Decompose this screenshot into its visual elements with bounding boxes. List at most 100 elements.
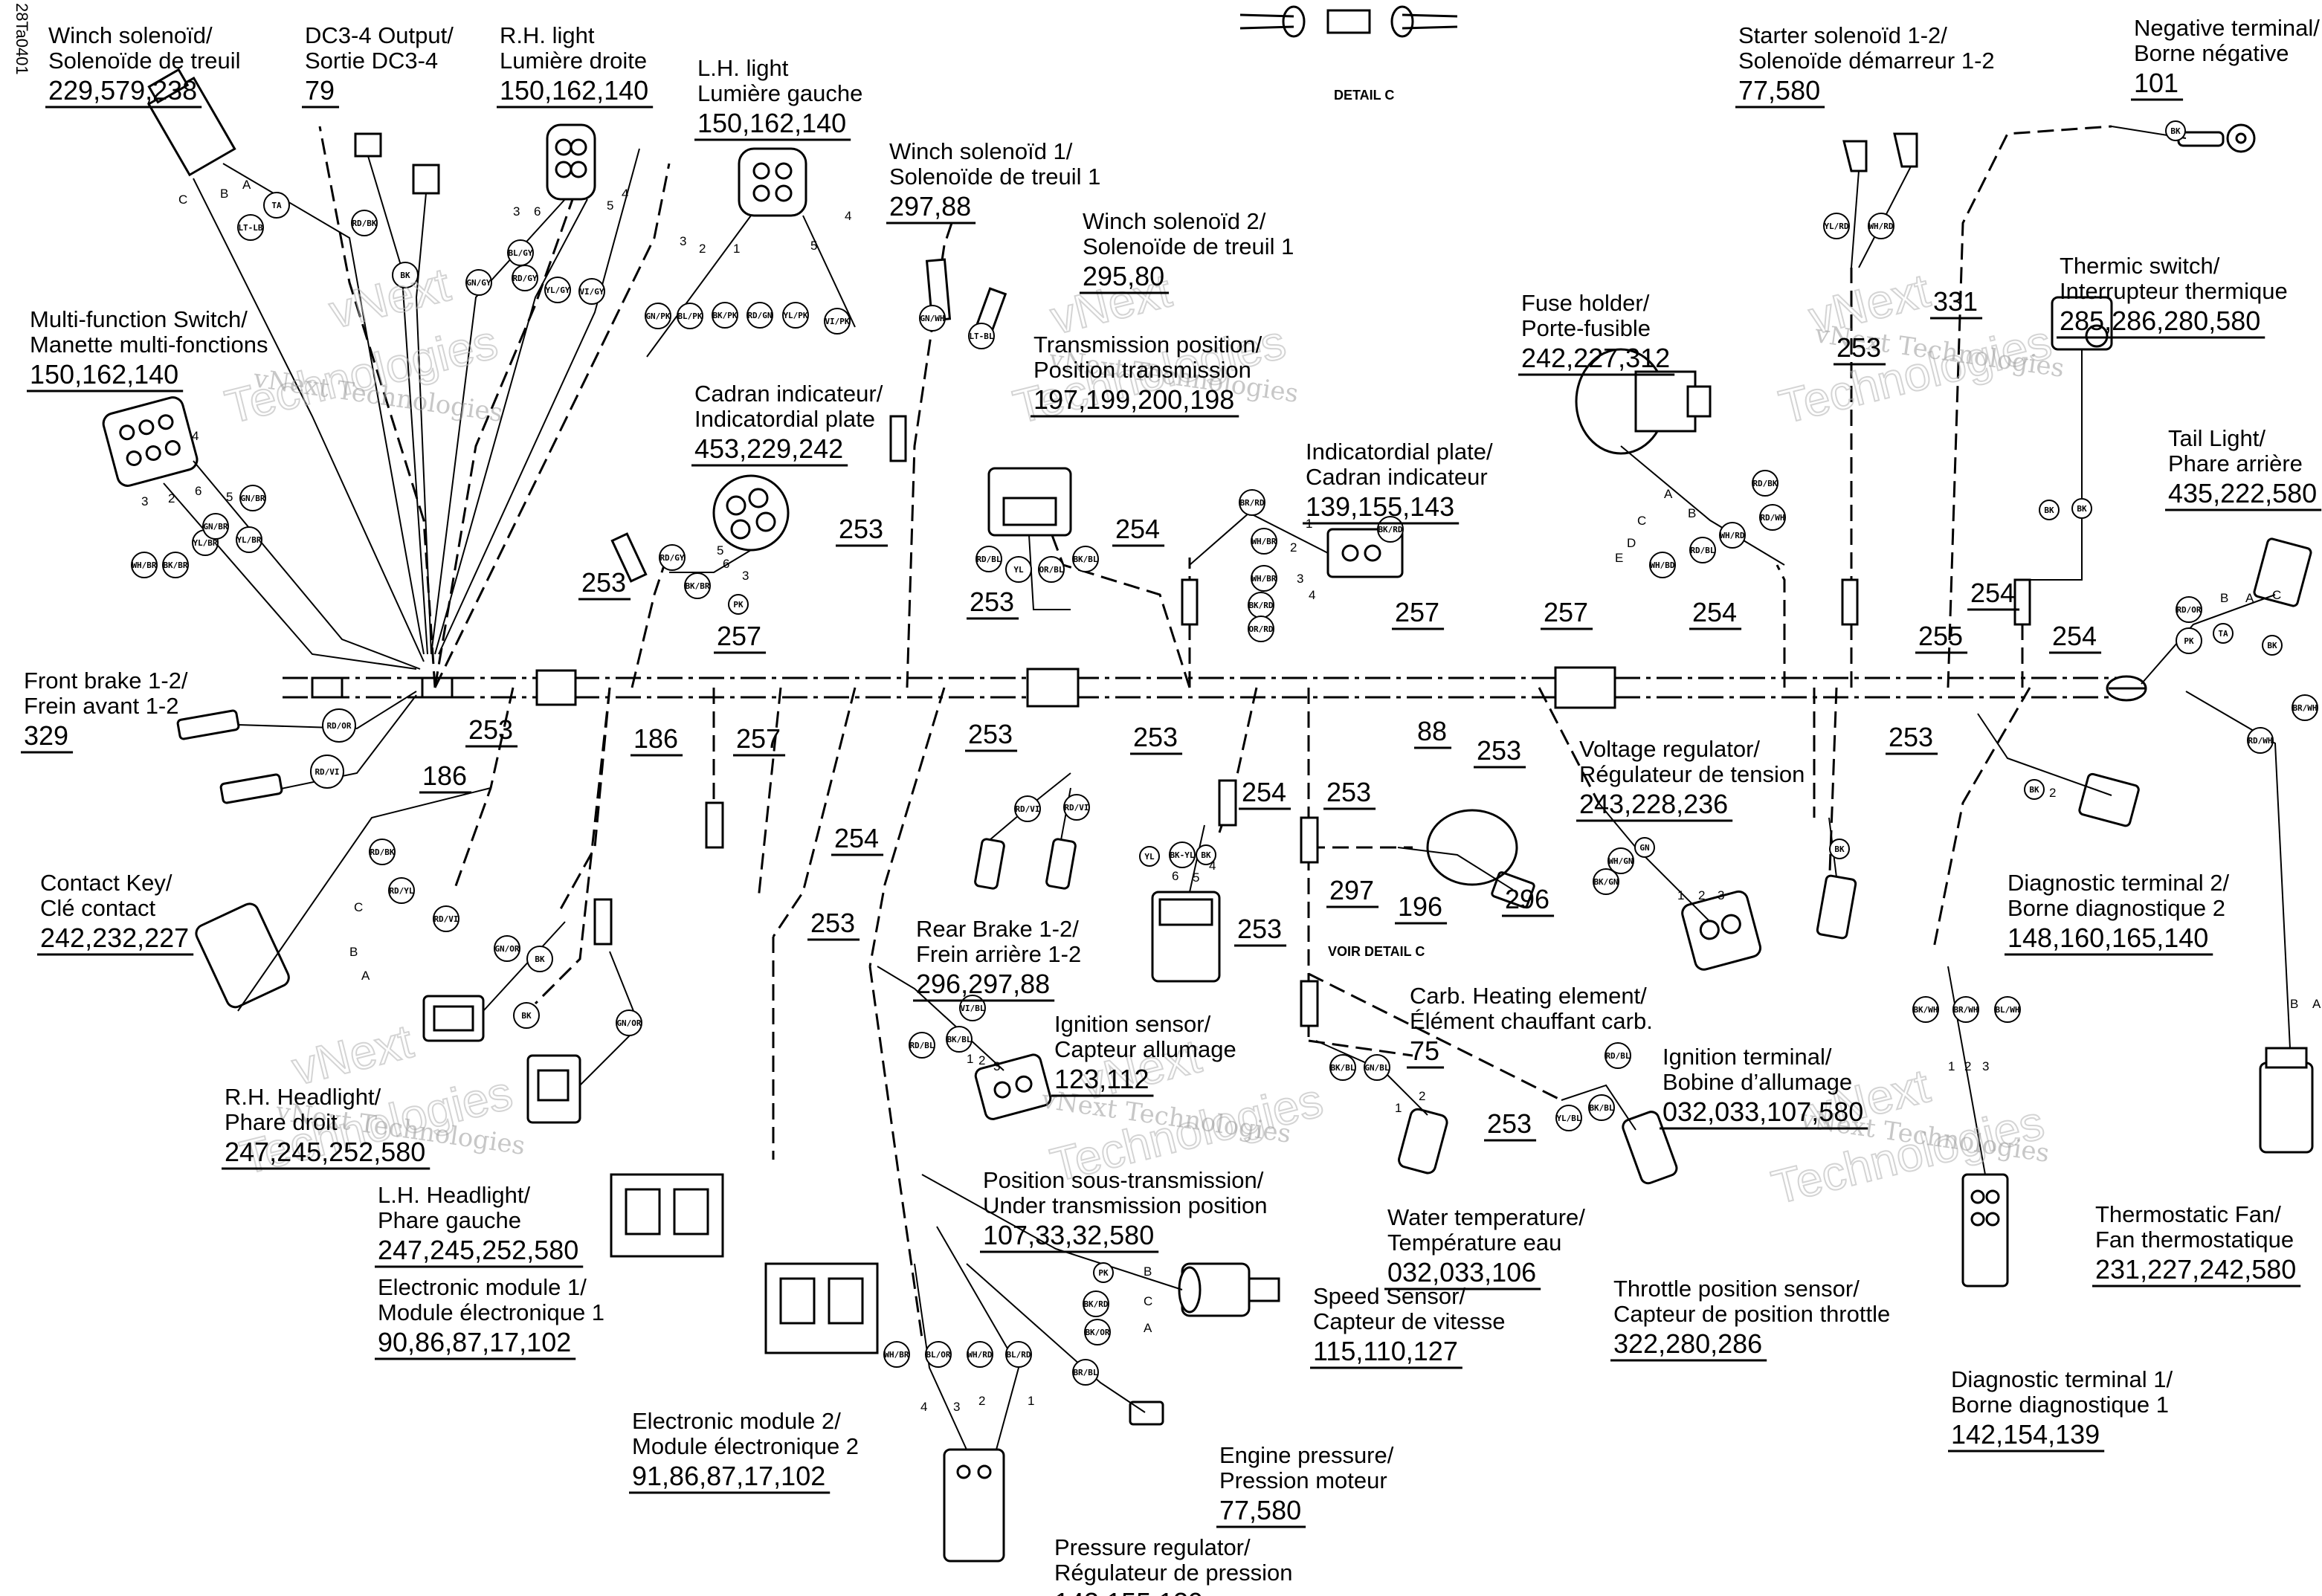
svg-text:WH/BR: WH/BR: [1251, 537, 1276, 546]
svg-text:4: 4: [622, 187, 628, 201]
component-part-refs: 247,245,252,580: [378, 1235, 578, 1265]
svg-text:WH/RD: WH/RD: [1720, 531, 1744, 540]
component-name-fr: Clé contact: [40, 895, 155, 921]
component-part-refs: 285,286,280,580: [2060, 306, 2260, 336]
component-label: Carb. Heating element/Élément chauffant …: [1410, 983, 1653, 1066]
svg-text:RD/BL: RD/BL: [1605, 1051, 1630, 1061]
svg-text:RD/GN: RD/GN: [747, 311, 772, 320]
svg-text:BK-YL: BK-YL: [1170, 850, 1194, 860]
component-part-refs: 231,227,242,580: [2095, 1254, 2296, 1285]
component-label: Throttle position sensor/Capteur de posi…: [1613, 1276, 1890, 1359]
component-part-refs: 297,88: [889, 191, 971, 222]
harness-number: 186: [633, 723, 678, 754]
svg-text:GN/WH: GN/WH: [920, 314, 944, 323]
svg-text:TA: TA: [271, 201, 282, 210]
svg-text:BK: BK: [2029, 785, 2039, 795]
svg-text:RD/BK: RD/BK: [1752, 479, 1777, 488]
svg-text:BK: BK: [2170, 126, 2181, 136]
svg-text:WH/RD: WH/RD: [967, 1350, 992, 1360]
svg-text:3: 3: [680, 234, 686, 248]
harness-number: 254: [1692, 597, 1737, 627]
component-name-en: Fuse holder/: [1521, 290, 1650, 316]
svg-text:WH/BD: WH/BD: [1650, 560, 1674, 570]
component-part-refs: 115,110,127: [1313, 1336, 1458, 1366]
svg-text:LT-LB: LT-LB: [238, 223, 262, 233]
component-name-en: R.H. Headlight/: [225, 1084, 381, 1110]
harness-number: 257: [736, 723, 781, 754]
svg-text:2: 2: [699, 242, 706, 256]
component-part-refs: 107,33,32,580: [983, 1220, 1154, 1250]
svg-text:2: 2: [1964, 1059, 1971, 1073]
svg-text:VI/BL: VI/BL: [960, 1004, 984, 1013]
svg-text:RD/GY: RD/GY: [659, 553, 684, 563]
component-name-en: Thermostatic Fan/: [2095, 1201, 2281, 1227]
component-name-en: Indicatordial plate/: [1306, 439, 1493, 465]
svg-text:A: A: [361, 969, 370, 983]
svg-text:GN: GN: [1639, 843, 1649, 853]
component-name-en: Pressure regulator/: [1054, 1534, 1251, 1560]
svg-text:BK/RD: BK/RD: [1378, 525, 1402, 534]
svg-text:C: C: [2272, 588, 2281, 602]
harness-number: 253: [581, 567, 626, 598]
component-label: Diagnostic terminal 2/Borne diagnostique…: [2007, 870, 2229, 953]
component-label: R.H. Headlight/Phare droit247,245,252,58…: [225, 1084, 425, 1167]
component-label: Transmission position/Position transmiss…: [1033, 332, 1262, 415]
component-name-fr: Solenoïde de treuil: [48, 48, 241, 74]
svg-text:BK: BK: [1834, 844, 1845, 854]
component-label: Electronic module 1/Module électronique …: [378, 1274, 604, 1357]
component-label: Winch solenoïd/Solenoïde de treuil229,57…: [48, 22, 241, 106]
harness-number: 88: [1417, 716, 1447, 746]
harness-number: 196: [1398, 891, 1442, 922]
component-label: DC3-4 Output/Sortie DC3-479: [305, 22, 454, 106]
component-part-refs: 91,86,87,17,102: [632, 1461, 825, 1491]
svg-text:1: 1: [1948, 1059, 1955, 1073]
component-label: Rear Brake 1-2/Frein arrière 1-2296,297,…: [916, 916, 1081, 999]
svg-text:BK/BL: BK/BL: [1330, 1063, 1355, 1073]
component-label: Starter solenoïd 1-2/Solenoïde démarreur…: [1738, 22, 1995, 106]
svg-text:BK: BK: [2044, 505, 2054, 515]
component-part-refs: 229,579,238: [48, 75, 197, 106]
component-name-fr: Solenoïde de treuil 1: [889, 164, 1100, 190]
component-name-en: L.H. Headlight/: [378, 1182, 530, 1208]
svg-text:RD/BL: RD/BL: [909, 1041, 934, 1050]
harness-branches: [318, 125, 2112, 1339]
svg-text:1: 1: [967, 1052, 973, 1066]
component-label: Indicatordial plate/Cadran indicateur139…: [1306, 439, 1493, 522]
svg-text:BR/BL: BR/BL: [1073, 1368, 1097, 1377]
component-name-en: Starter solenoïd 1-2/: [1738, 22, 1947, 48]
svg-text:B: B: [1688, 506, 1696, 520]
component-name-fr: Under transmission position: [983, 1192, 1268, 1218]
svg-text:BK/WH: BK/WH: [1913, 1005, 1938, 1015]
svg-text:C: C: [354, 900, 363, 914]
svg-text:GN/OR: GN/OR: [616, 1018, 641, 1028]
component-name-fr: Capteur allumage: [1054, 1036, 1236, 1062]
svg-text:3: 3: [141, 494, 148, 508]
svg-text:BK/BL: BK/BL: [1073, 555, 1097, 564]
component-name-fr: Capteur de position throttle: [1613, 1301, 1890, 1327]
component-label: Thermostatic Fan/Fan thermostatique231,2…: [2095, 1201, 2296, 1285]
component-part-refs: 032,033,106: [1387, 1257, 1536, 1288]
svg-text:vNext: vNext: [324, 257, 455, 338]
svg-text:1: 1: [1677, 888, 1684, 902]
svg-text:A: A: [2245, 591, 2254, 605]
svg-text:BK/RD: BK/RD: [1248, 601, 1273, 610]
component-name-en: Multi-function Switch/: [30, 306, 248, 332]
component-part-refs: 295,80: [1083, 261, 1164, 291]
component-part-refs: 453,229,242: [694, 433, 843, 464]
svg-text:4: 4: [920, 1400, 927, 1414]
component-name-en: Front brake 1-2/: [24, 668, 188, 694]
component-name-en: Ignition terminal/: [1663, 1044, 1832, 1070]
svg-text:YL/PK: YL/PK: [783, 311, 807, 320]
component-label: Electronic module 2/Module électronique …: [632, 1408, 859, 1491]
component-name-fr: Interrupteur thermique: [2060, 278, 2288, 304]
component-name-en: Tail Light/: [2168, 425, 2265, 451]
svg-text:2: 2: [2049, 786, 2056, 800]
component-part-refs: 77,580: [1219, 1495, 1301, 1525]
harness-number: 255: [1918, 621, 1963, 651]
component-name-en: Electronic module 2/: [632, 1408, 841, 1434]
component-name-en: Carb. Heating element/: [1410, 983, 1647, 1009]
component-part-refs: 75: [1410, 1036, 1439, 1066]
